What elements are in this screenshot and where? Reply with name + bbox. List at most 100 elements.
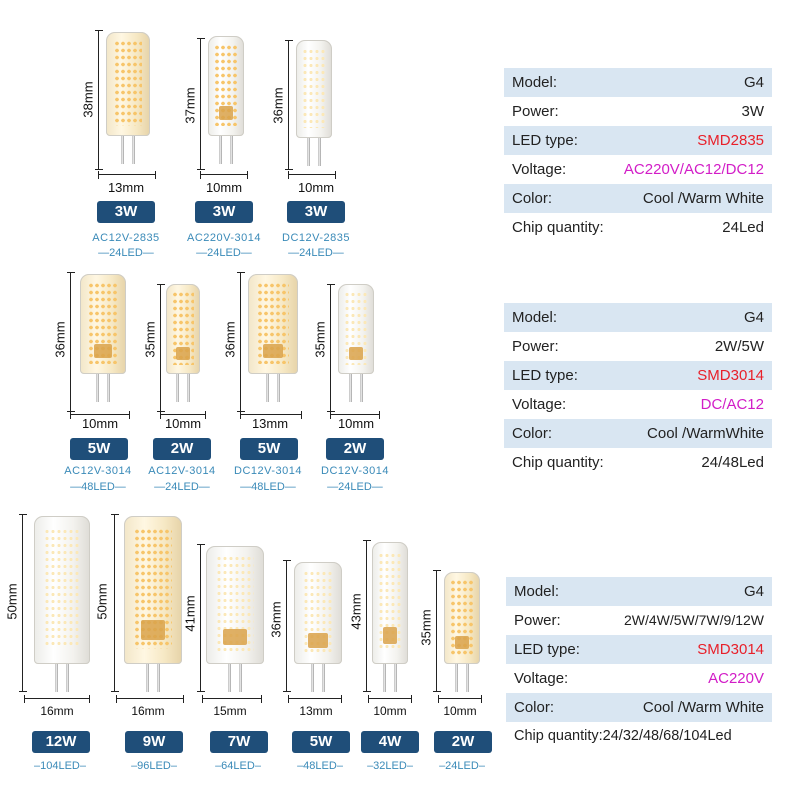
height-dimension-line [197,38,205,170]
height-label: 38mm [80,81,96,118]
color-row: Color:Cool /Warm White [506,693,772,722]
height-label: 36mm [52,321,68,358]
width-dimension-line [24,695,90,703]
row-label: Chip quantity: [512,219,604,236]
bulb-image [80,274,126,374]
spec-text: DC12V-2835 [282,232,350,244]
bulb-image [338,284,374,374]
model-row: Model: G4 [506,577,772,606]
row-value: SMD3014 [697,367,764,384]
spec-table-2: Model: G4 Power:2W/5W LED type:SMD3014 Vo… [504,303,772,477]
row-value: AC220V [708,670,764,687]
height-label: 43mm [348,593,364,630]
led-count: –64LED– [215,760,261,772]
height-label: 36mm [222,321,238,358]
wattage-badge: 3W [195,201,253,223]
width-label: 10mm [443,704,477,718]
width-dimension-line [200,171,248,179]
row-value: 2W/4W/5W/7W/9/12W [623,612,764,628]
row-value: G4 [743,74,764,91]
height-label: 50mm [4,583,20,620]
width-label: 13mm [107,180,145,195]
width-dimension-line [330,411,380,419]
row-value: 24/48Led [701,454,764,471]
row-label: Voltage: [512,396,567,413]
width-label: 16mm [131,704,165,718]
led-type-row: LED type:SMD2835 [504,126,772,155]
voltage-row: Voltage:AC220V/AC12/DC12 [504,155,772,184]
row-value: SMD3014 [697,641,764,658]
led-count: —48LED— [240,481,296,493]
bulb-image [294,562,342,664]
bulb-image [124,516,182,664]
row-label: Power: [514,612,561,629]
row-value: 2W/5W [714,338,764,355]
width-dimension-line [70,411,130,419]
height-label: 36mm [268,601,284,638]
height-dimension-line [433,570,441,692]
row-label: Power: [512,103,559,120]
width-dimension-line [202,695,262,703]
row-label: Model: [512,74,558,91]
height-dimension-line [67,272,75,412]
color-row: Color:Cool /Warm White [504,184,772,213]
wattage-badge: 12W [32,731,90,753]
wattage-badge: 4W [361,731,419,753]
model-row: Model: G4 [504,68,772,97]
bulb-image [248,274,298,374]
bulb-image [372,542,408,664]
height-dimension-line [111,514,119,692]
spec-table-1: Model:G4 Power:3W LED type:SMD2835 Volta… [504,68,772,242]
wattage-badge: 5W [70,438,128,460]
row-label: Color: [514,699,555,716]
height-dimension-line [95,30,103,170]
voltage-row: Voltage:DC/AC12 [504,390,772,419]
spec-text: AC12V-2835 [92,232,160,244]
row-label: Model: [514,583,560,600]
wattage-badge: 9W [125,731,183,753]
width-label: 15mm [213,704,247,718]
height-dimension-line [197,544,205,692]
row-label: Model: [512,309,558,326]
led-type-row: LED type:SMD3014 [504,361,772,390]
row-value: G4 [743,583,764,600]
row-value: G4 [743,309,764,326]
spec-text: DC12V-3014 [234,465,302,477]
model-row: Model: G4 [504,303,772,332]
height-label: 37mm [182,87,198,124]
height-label: 35mm [312,321,328,358]
width-label: 10mm [205,180,243,195]
chip-quantity-row: Chip quantity:24Led [504,213,772,242]
bulb-image [444,572,480,664]
width-label: 10mm [164,416,202,431]
row-label: Voltage: [514,670,569,687]
led-type-row: LED type:SMD3014 [506,635,772,664]
led-count: –24LED– [439,760,485,772]
height-dimension-line [157,284,165,412]
wattage-badge: 2W [434,731,492,753]
bulb-image [296,40,332,138]
row-label: Color: [512,425,553,442]
wattage-badge: 3W [287,201,345,223]
height-label: 35mm [142,321,158,358]
height-dimension-line [285,40,293,170]
bulb-image [106,32,150,136]
bulb-image [206,546,264,664]
row-value: SMD2835 [697,132,764,149]
width-dimension-line [240,411,302,419]
led-count: —24LED— [327,481,383,493]
power-row: Power:2W/5W [504,332,772,361]
width-label: 10mm [337,416,375,431]
height-dimension-line [283,560,291,692]
spec-text: DC12V-3014 [321,465,389,477]
led-count: —24LED— [98,247,154,259]
row-label: Voltage: [512,161,567,178]
width-dimension-line [160,411,206,419]
height-dimension-line [363,540,371,692]
width-dimension-line [98,171,156,179]
row-label: Color: [512,190,553,207]
width-label: 10mm [297,180,335,195]
height-label: 41mm [182,595,198,632]
width-dimension-line [438,695,482,703]
led-count: —24LED— [196,247,252,259]
